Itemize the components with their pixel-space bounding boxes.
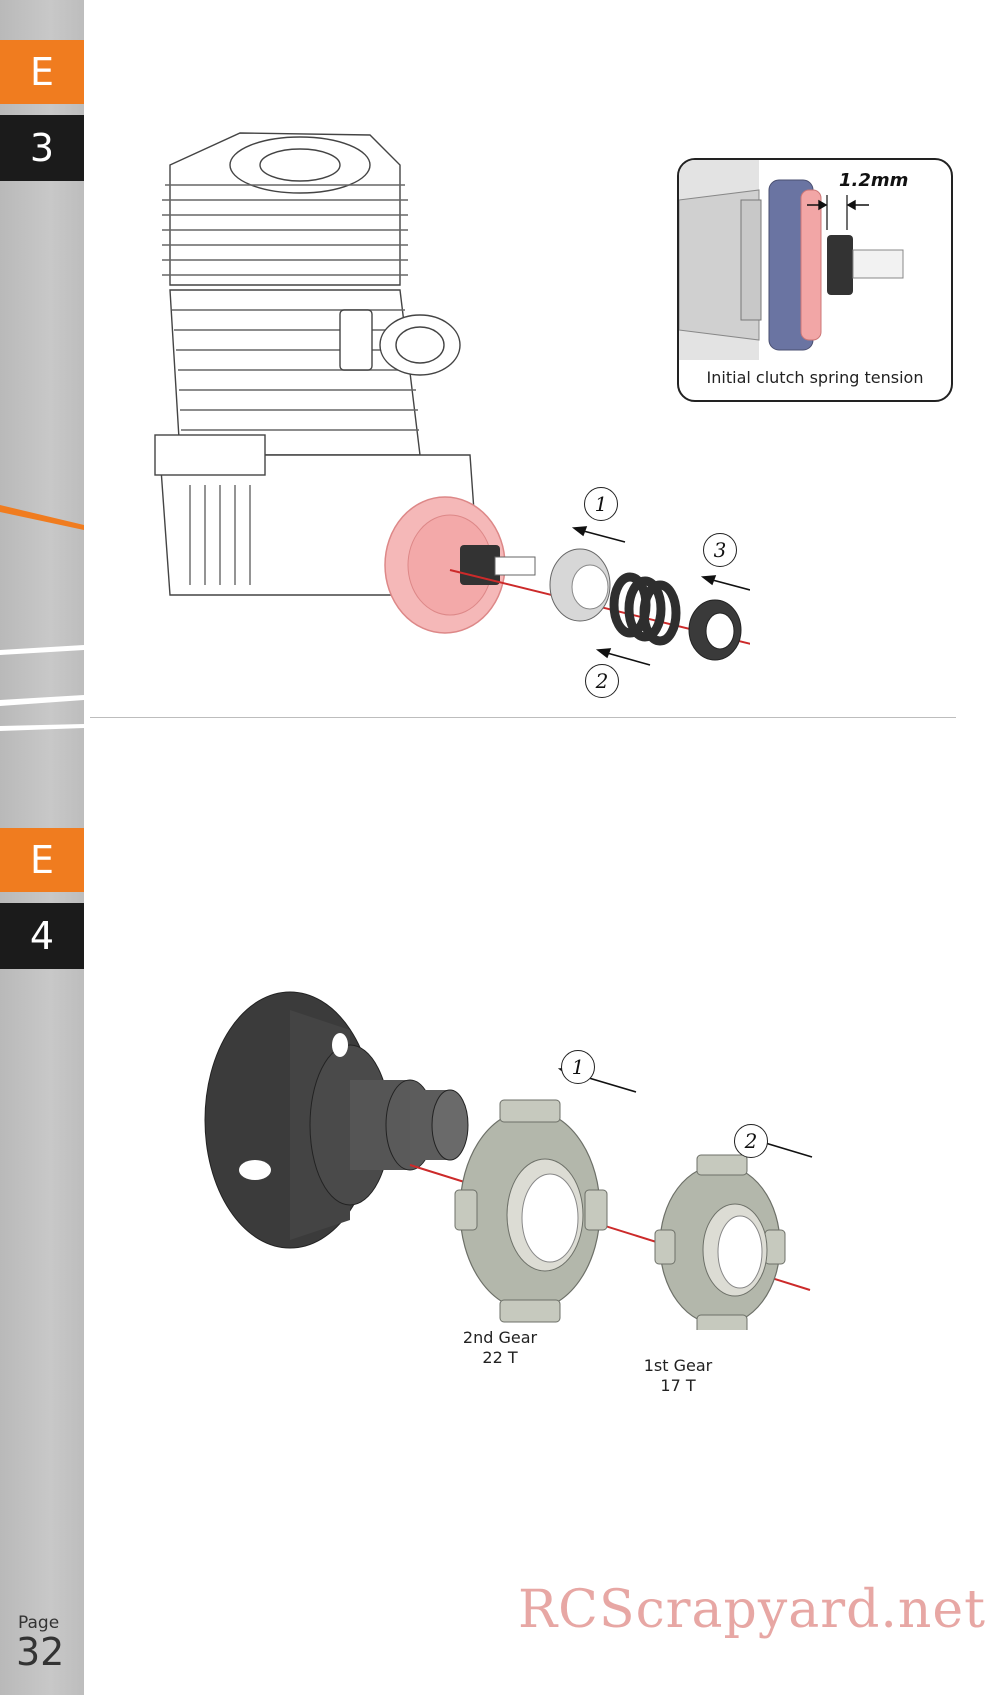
site-watermark: RCScrapyard.net bbox=[518, 1580, 987, 1640]
gear-1-label: 1st Gear 17 T bbox=[618, 1356, 738, 1396]
section-number-e3: 3 bbox=[0, 115, 84, 181]
gear-2-name: 2nd Gear bbox=[462, 1328, 538, 1347]
step-callout-1: 1 bbox=[561, 1050, 595, 1084]
step-callout-2: 2 bbox=[734, 1124, 768, 1158]
inset-dimension: 1.2mm bbox=[839, 170, 909, 191]
section-number-e4: 4 bbox=[0, 903, 84, 969]
page-number: 32 bbox=[16, 1630, 65, 1674]
sidebar: E 3 E 4 Page 32 bbox=[0, 0, 84, 1695]
page-label: Page bbox=[18, 1613, 60, 1633]
gear-2-teeth: 22 T bbox=[482, 1348, 518, 1367]
inset-illustration bbox=[679, 160, 904, 360]
section-letter-e3: E bbox=[0, 40, 84, 104]
step-callout-2: 2 bbox=[585, 664, 619, 698]
inset-caption: Initial clutch spring tension bbox=[706, 368, 924, 387]
engine-illustration bbox=[154, 132, 750, 666]
step-callout-1: 1 bbox=[584, 487, 618, 521]
gear-1-name: 1st Gear bbox=[643, 1356, 713, 1375]
gear-2-label: 2nd Gear 22 T bbox=[440, 1328, 560, 1368]
section-divider bbox=[90, 717, 956, 718]
gear-1-teeth: 17 T bbox=[660, 1376, 696, 1395]
sidebar-swoosh bbox=[0, 505, 84, 731]
section-letter-e4: E bbox=[0, 828, 84, 892]
step-callout-3: 3 bbox=[703, 533, 737, 567]
clutch-tension-inset: 1.2mm Initial clutch spring tension bbox=[677, 158, 953, 402]
gear-assembly-illustration bbox=[204, 991, 813, 1330]
